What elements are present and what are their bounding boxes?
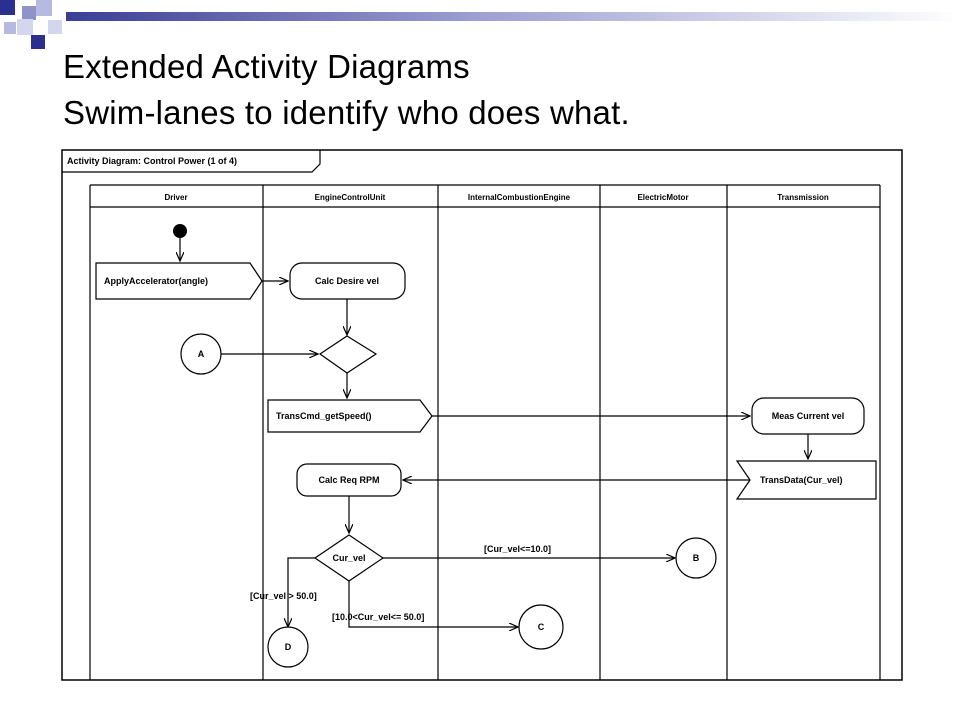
decor-square (22, 6, 36, 20)
decor-square (36, 0, 52, 16)
header-gradient-bar (66, 12, 960, 21)
node-label: A (198, 349, 205, 359)
node-label: TransCmd_getSpeed() (276, 411, 372, 421)
node-label: Meas Current vel (772, 411, 845, 421)
node-label: D (285, 642, 292, 652)
flow-edge (288, 557, 315, 627)
flow-edge (348, 581, 518, 627)
frame-label-tab (62, 150, 321, 173)
lane-header-driver: Driver (164, 193, 187, 202)
node-label: Calc Desire vel (315, 276, 379, 286)
node-label: B (693, 553, 700, 563)
accept-signal-trans-data (735, 460, 877, 500)
send-signal-apply-accelerator (95, 262, 263, 300)
lane-header-electric-motor: ElectricMotor (637, 193, 688, 202)
lane-header-engine-control-unit: EngineControlUnit (315, 193, 386, 202)
slide-title: Extended Activity Diagrams (63, 48, 470, 85)
connector-b (675, 537, 717, 579)
decor-square (48, 20, 62, 34)
merge-node (318, 335, 378, 374)
guard-to-c: [10.0<Cur_vel<= 50.0] (332, 612, 424, 622)
node-label: C (538, 622, 545, 632)
guard-to-d: [Cur_vel > 50.0] (250, 591, 317, 601)
node-label: Calc Req RPM (318, 475, 379, 485)
node-label: Cur_vel (332, 553, 365, 563)
decor-square (31, 35, 45, 49)
decor-square (0, 0, 15, 15)
send-signal-trans-cmd (267, 399, 433, 433)
lane-header-transmission: Transmission (777, 193, 829, 202)
connector-c (518, 604, 564, 650)
diagram-frame (61, 149, 903, 681)
frame-label: Activity Diagram: Control Power (1 of 4) (67, 156, 237, 166)
decor-square (4, 22, 16, 34)
connector-d (267, 626, 309, 668)
guard-to-b: [Cur_vel<=10.0] (484, 544, 551, 554)
decor-square (17, 19, 33, 35)
initial-node (173, 224, 187, 238)
lane-header-internal-combustion-engine: InternalCombustionEngine (468, 193, 571, 202)
slide-subtitle: Swim-lanes to identify who does what. (63, 94, 630, 131)
node-label: ApplyAccelerator(angle) (104, 276, 208, 286)
node-label: TransData(Cur_vel) (760, 475, 843, 485)
